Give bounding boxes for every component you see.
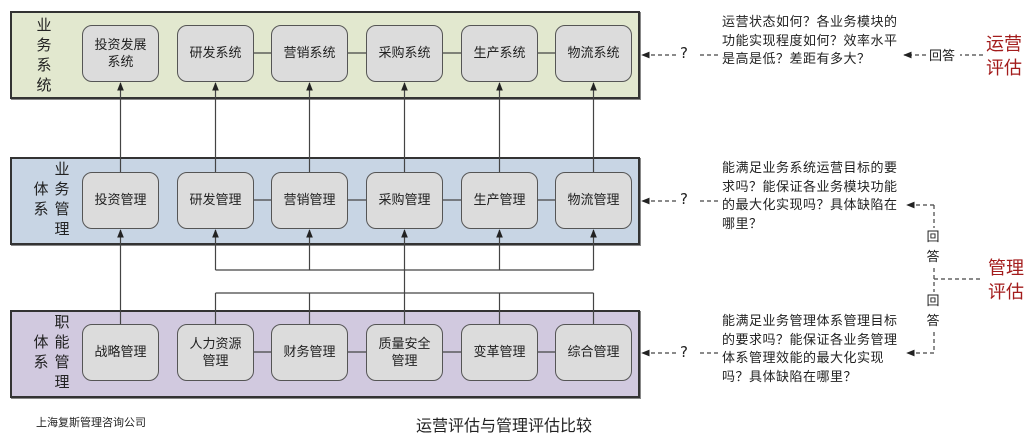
question-mark-functional-mgmt: ? xyxy=(680,343,688,361)
management-module: 营销管理 xyxy=(271,172,348,229)
answer-label-functional-mgmt-2: 答 xyxy=(926,312,940,332)
answer-label-business-mgmt-2: 答 xyxy=(926,248,940,268)
management-module: 研发管理 xyxy=(177,172,254,229)
business-management-question: 能满足业务系统运营目标的要求吗？能保证各业务模块功能的最大化实现吗？具体缺陷在哪… xyxy=(722,161,898,232)
functional-module: 战略管理 xyxy=(82,324,159,381)
operations-evaluation-line2: 评估 xyxy=(986,58,1022,79)
functional-module: 变革管理 xyxy=(461,324,538,381)
company-name: 上海复斯管理咨询公司 xyxy=(36,416,146,429)
operations-question: 运营状态如何？各业务模块的功能实现程度如何？效率水平是高是低？差距有多大？ xyxy=(722,15,898,67)
label-char: 统 xyxy=(36,76,52,94)
system-module: 投资发展 系统 xyxy=(82,25,159,82)
answer-label-functional-mgmt-1: 回 xyxy=(926,292,940,312)
answer-label-operations: 回答 xyxy=(928,45,957,64)
system-module: 研发系统 xyxy=(177,25,254,82)
business-management-label-col2: 业 务 管 理 xyxy=(54,160,70,238)
business-management-label-col1: 体 系 xyxy=(33,180,49,218)
functional-management-question: 能满足业务管理体系管理目标的要求吗？能保证各业务管理体系管理效能的最大化实现吗？… xyxy=(722,314,898,385)
answer-label-business-mgmt-1: 回 xyxy=(926,228,940,248)
functional-management-label-col1: 体 系 xyxy=(33,333,49,371)
operations-evaluation-line1: 运营 xyxy=(986,34,1022,55)
management-module: 投资管理 xyxy=(82,172,159,229)
question-mark-operations: ? xyxy=(680,44,688,62)
management-module: 物流管理 xyxy=(555,172,632,229)
functional-module: 财务管理 xyxy=(271,324,348,381)
label-char: 业 xyxy=(36,16,52,34)
management-evaluation-line2: 评估 xyxy=(988,282,1024,303)
business-system-label: 业 务 系 统 xyxy=(34,15,54,95)
system-module: 采购系统 xyxy=(366,25,443,82)
system-module: 营销系统 xyxy=(271,25,348,82)
label-char: 务 xyxy=(36,36,52,54)
management-module: 生产管理 xyxy=(461,172,538,229)
management-module: 采购管理 xyxy=(366,172,443,229)
question-mark-business-mgmt: ? xyxy=(680,190,688,208)
diagram-title: 运营评估与管理评估比较 xyxy=(416,416,593,435)
functional-module: 综合管理 xyxy=(555,324,632,381)
functional-module: 质量安全 管理 xyxy=(366,324,443,381)
label-char: 系 xyxy=(36,56,52,74)
system-module: 物流系统 xyxy=(555,25,632,82)
management-evaluation-line1: 管理 xyxy=(988,258,1024,279)
functional-management-label-col2: 职 能 管 理 xyxy=(54,313,70,391)
system-module: 生产系统 xyxy=(461,25,538,82)
functional-module: 人力资源 管理 xyxy=(177,324,254,381)
